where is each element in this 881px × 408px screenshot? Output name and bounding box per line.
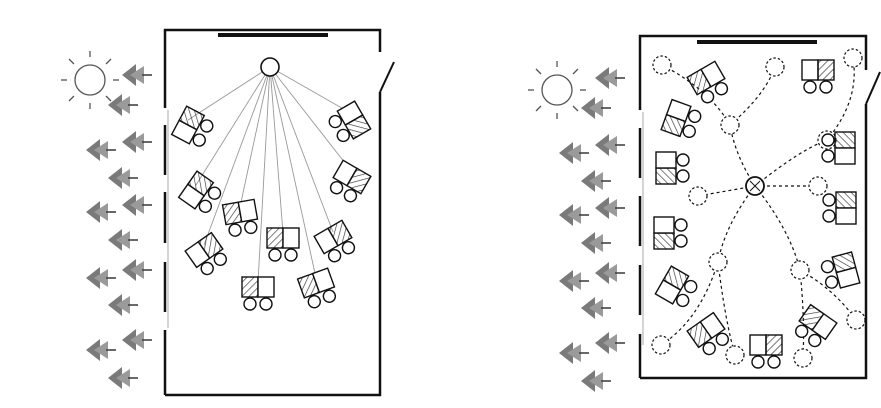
tree-icon [86, 201, 116, 223]
student-desk [820, 251, 861, 289]
sight-lines [187, 66, 355, 283]
tree-icon [595, 332, 625, 354]
left-panel [61, 28, 395, 397]
student-desk [177, 170, 222, 214]
student-desk [686, 60, 729, 104]
node-circle [808, 176, 828, 196]
student-desk [653, 216, 688, 250]
tree-icon [595, 197, 625, 219]
tree-icon [595, 262, 625, 284]
room-walls [638, 34, 881, 380]
node-circle [708, 252, 728, 272]
student-desk [221, 198, 259, 237]
node-circle [652, 55, 672, 75]
student-desks [653, 59, 861, 369]
student-desk [184, 231, 228, 276]
student-desk [296, 267, 337, 309]
tree-group [559, 67, 625, 392]
blackboard [218, 33, 328, 37]
tree-icon [595, 134, 625, 156]
tree-icon [581, 97, 611, 119]
student-desk [660, 98, 702, 139]
student-desk [794, 303, 838, 348]
tree-icon [559, 204, 589, 226]
tree-icon [108, 229, 138, 251]
student-desk [328, 100, 372, 143]
node-circle [720, 115, 740, 135]
student-desk [686, 311, 730, 356]
sun-icon [528, 61, 586, 119]
student-desk [329, 159, 372, 203]
tree-icon [108, 94, 138, 116]
room-walls [163, 28, 395, 397]
tree-icon [581, 170, 611, 192]
right-panel [528, 34, 881, 392]
student-desk [170, 105, 214, 147]
student-desk [654, 265, 698, 308]
tree-icon [559, 142, 589, 164]
tree-icon [559, 270, 589, 292]
node-circle [846, 310, 866, 330]
tree-icon [595, 67, 625, 89]
student-desk [313, 219, 356, 263]
tree-icon [581, 370, 611, 392]
student-desk [821, 131, 856, 165]
node-circle [725, 345, 745, 365]
node-circle [688, 186, 708, 206]
sun-icon [61, 51, 119, 109]
blackboard [697, 40, 817, 44]
tree-icon [122, 194, 152, 216]
tree-icon [122, 259, 152, 281]
tree-icon [108, 294, 138, 316]
teacher-position [745, 176, 765, 196]
node-circle [790, 260, 810, 280]
student-desk [655, 151, 690, 185]
student-desk [266, 227, 300, 262]
node-circle [765, 57, 785, 77]
node-circle [651, 335, 671, 355]
tree-icon [86, 339, 116, 361]
node-circle [793, 348, 813, 368]
tree-group [86, 64, 152, 389]
tree-icon [108, 367, 138, 389]
tree-icon [122, 131, 152, 153]
interaction-paths [660, 57, 857, 359]
tree-icon [86, 139, 116, 161]
student-desk [801, 59, 835, 94]
student-desk [822, 191, 857, 225]
tree-icon [86, 267, 116, 289]
tree-icon [559, 342, 589, 364]
node-circle [843, 48, 863, 68]
student-desk [241, 276, 275, 311]
student-desks [170, 100, 372, 311]
tree-icon [122, 64, 152, 86]
teacher-position [260, 57, 280, 77]
tree-icon [122, 329, 152, 351]
student-desk [749, 334, 783, 369]
tree-icon [581, 232, 611, 254]
gathering-nodes [651, 48, 866, 368]
tree-icon [108, 167, 138, 189]
tree-icon [581, 297, 611, 319]
